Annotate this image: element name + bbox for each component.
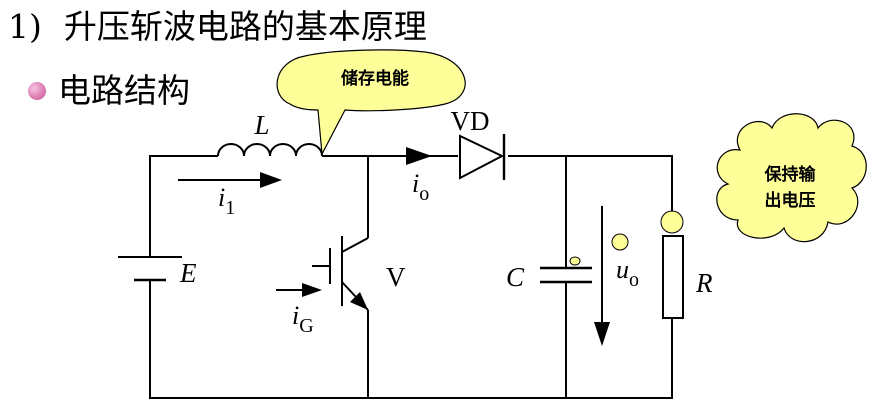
inductor-callout-text: 储存电能	[341, 68, 409, 89]
io-label-main: i	[412, 169, 419, 198]
ig-label-main: i	[292, 301, 299, 330]
capacitor-label: C	[506, 262, 525, 292]
io-label: io	[412, 169, 429, 205]
load-node-marker	[660, 210, 684, 234]
ig-arrow-icon	[276, 283, 322, 297]
section-title: 升压斩波电路的基本原理	[63, 7, 427, 46]
voltage-source	[118, 256, 182, 282]
switch-label: V	[386, 262, 406, 292]
ig-label: iG	[292, 301, 314, 337]
i1-label-main: i	[218, 183, 225, 212]
source-label: E	[179, 258, 197, 288]
inductor-label: L	[253, 110, 269, 140]
i1-label: i1	[218, 183, 235, 219]
output-callout: 保持输 出电压	[716, 113, 867, 243]
wire-left-top	[149, 155, 218, 257]
output-callout-text-line2: 出电压	[765, 190, 816, 211]
bullet-row: 电路结构	[28, 68, 190, 114]
section-number: 1)	[8, 7, 42, 46]
io-label-sub: o	[419, 183, 429, 205]
inductor-callout: 储存电能	[276, 49, 466, 157]
switch-emitter-arrow-icon	[350, 292, 368, 310]
bullet-dot-icon	[28, 82, 46, 100]
inductor-coil	[217, 143, 323, 157]
diode	[459, 134, 506, 180]
output-callout-text-line1: 保持输	[764, 164, 817, 185]
load-resistor	[662, 235, 684, 319]
io-arrow-icon	[406, 147, 432, 165]
uo-arrow-icon	[594, 206, 610, 346]
capacitor	[540, 266, 592, 284]
i1-arrow-icon	[178, 172, 282, 188]
output-callout-cloud	[716, 113, 867, 243]
load-label: R	[695, 268, 713, 298]
capacitor-polarity-dot	[569, 256, 581, 266]
uo-label: uo	[616, 255, 639, 291]
wire-left-bottom	[149, 280, 673, 399]
uo-label-main: u	[616, 255, 629, 284]
diode-label: VD	[451, 106, 490, 136]
ig-label-sub: G	[299, 315, 313, 337]
switch-collector-leg	[341, 237, 369, 253]
inductor-callout-bubble	[276, 49, 466, 157]
uo-marker-dot	[611, 233, 629, 251]
slide-title: 1) 升压斩波电路的基本原理	[8, 2, 427, 52]
bullet-text: 电路结构	[58, 71, 190, 110]
uo-label-sub: o	[629, 269, 639, 291]
wires	[149, 155, 673, 399]
i1-label-sub: 1	[225, 197, 235, 219]
wire-top-right	[508, 155, 673, 212]
diode-triangle	[459, 134, 505, 180]
